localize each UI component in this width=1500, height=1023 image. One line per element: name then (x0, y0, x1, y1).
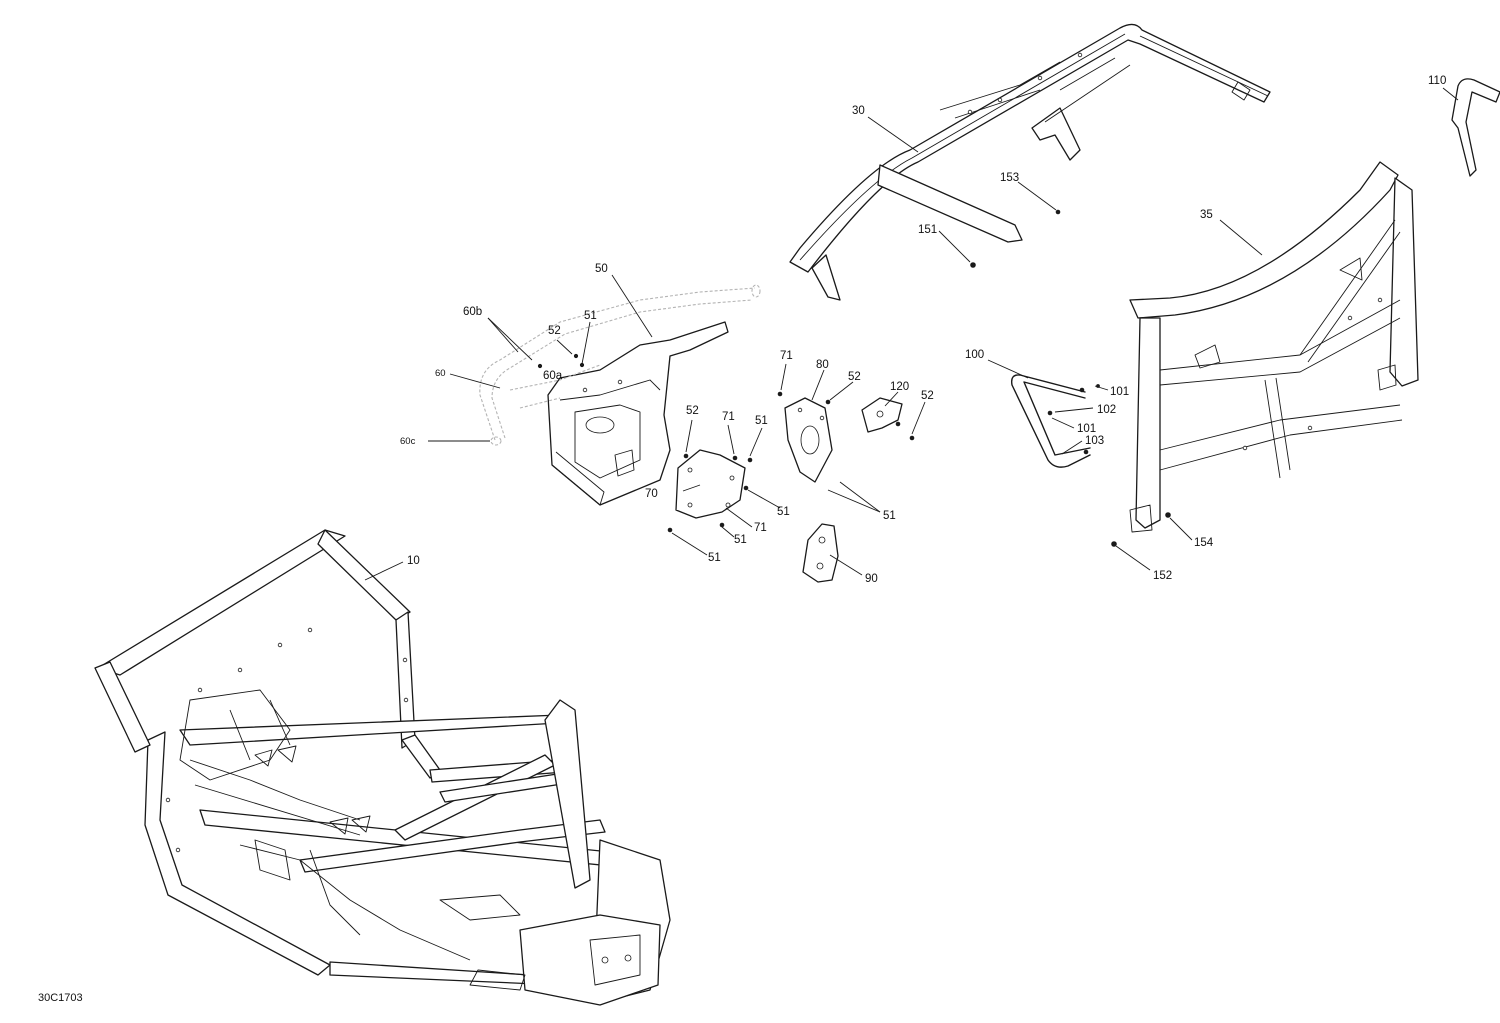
callout-71-b: 71 (754, 522, 767, 534)
callout-70: 70 (645, 488, 658, 500)
part-50-front-bulkhead[interactable] (547, 321, 729, 506)
callout-51-f: 51 (883, 510, 896, 522)
callout-52-c: 52 (848, 371, 861, 383)
callout-51-c: 51 (777, 506, 790, 518)
part-60-phantom-bar (479, 284, 761, 446)
callout-100: 100 (965, 349, 984, 361)
callout-90: 90 (865, 573, 878, 585)
callout-151: 151 (918, 224, 937, 236)
callout-103: 103 (1085, 435, 1104, 447)
callout-35: 35 (1200, 209, 1213, 221)
callout-52-b: 52 (686, 405, 699, 417)
callout-52-d: 52 (921, 390, 934, 402)
part-35-rear-cage-hoop[interactable] (1129, 161, 1419, 533)
leader-lines (364, 87, 1459, 581)
callout-120: 120 (890, 381, 909, 393)
callout-153: 153 (1000, 172, 1019, 184)
callout-51-e: 51 (708, 552, 721, 564)
callout-71-c: 71 (780, 350, 793, 362)
callout-30: 30 (852, 105, 865, 117)
callout-60a: 60a (543, 370, 563, 382)
part-100-side-bar[interactable] (1010, 374, 1091, 468)
callout-labels: 10 30 35 110 50 60b 52 51 60a 60 60c 52 … (400, 75, 1446, 585)
part-30-front-cage-hoop[interactable] (789, 23, 1271, 301)
part-70-mounting-plate[interactable] (675, 449, 746, 519)
fasteners (537, 209, 1171, 547)
part-110-grab-handle[interactable] (1451, 78, 1500, 177)
callout-50: 50 (595, 263, 608, 275)
part-90-bracket[interactable] (802, 523, 839, 583)
part-120-small-bracket[interactable] (861, 397, 903, 433)
callout-110: 110 (1428, 75, 1446, 87)
callout-101-b: 101 (1077, 423, 1096, 435)
diagram-reference-code: 30C1703 (38, 992, 83, 1004)
callout-51-a: 51 (584, 310, 597, 322)
callout-10: 10 (407, 555, 420, 567)
part-10-main-frame[interactable] (94, 529, 671, 1006)
part-80-bracket[interactable] (784, 397, 833, 483)
callout-51-d: 51 (734, 534, 747, 546)
callout-71-a: 71 (722, 411, 735, 423)
callout-51-b: 51 (755, 415, 768, 427)
callout-101-a: 101 (1110, 386, 1129, 398)
callout-60b: 60b (463, 306, 482, 318)
callout-60c: 60c (400, 436, 416, 447)
callout-154: 154 (1194, 537, 1214, 549)
callout-52-a: 52 (548, 325, 561, 337)
callout-80: 80 (816, 359, 829, 371)
callout-152: 152 (1153, 570, 1172, 582)
callout-60: 60 (435, 368, 446, 379)
callout-102: 102 (1097, 404, 1116, 416)
